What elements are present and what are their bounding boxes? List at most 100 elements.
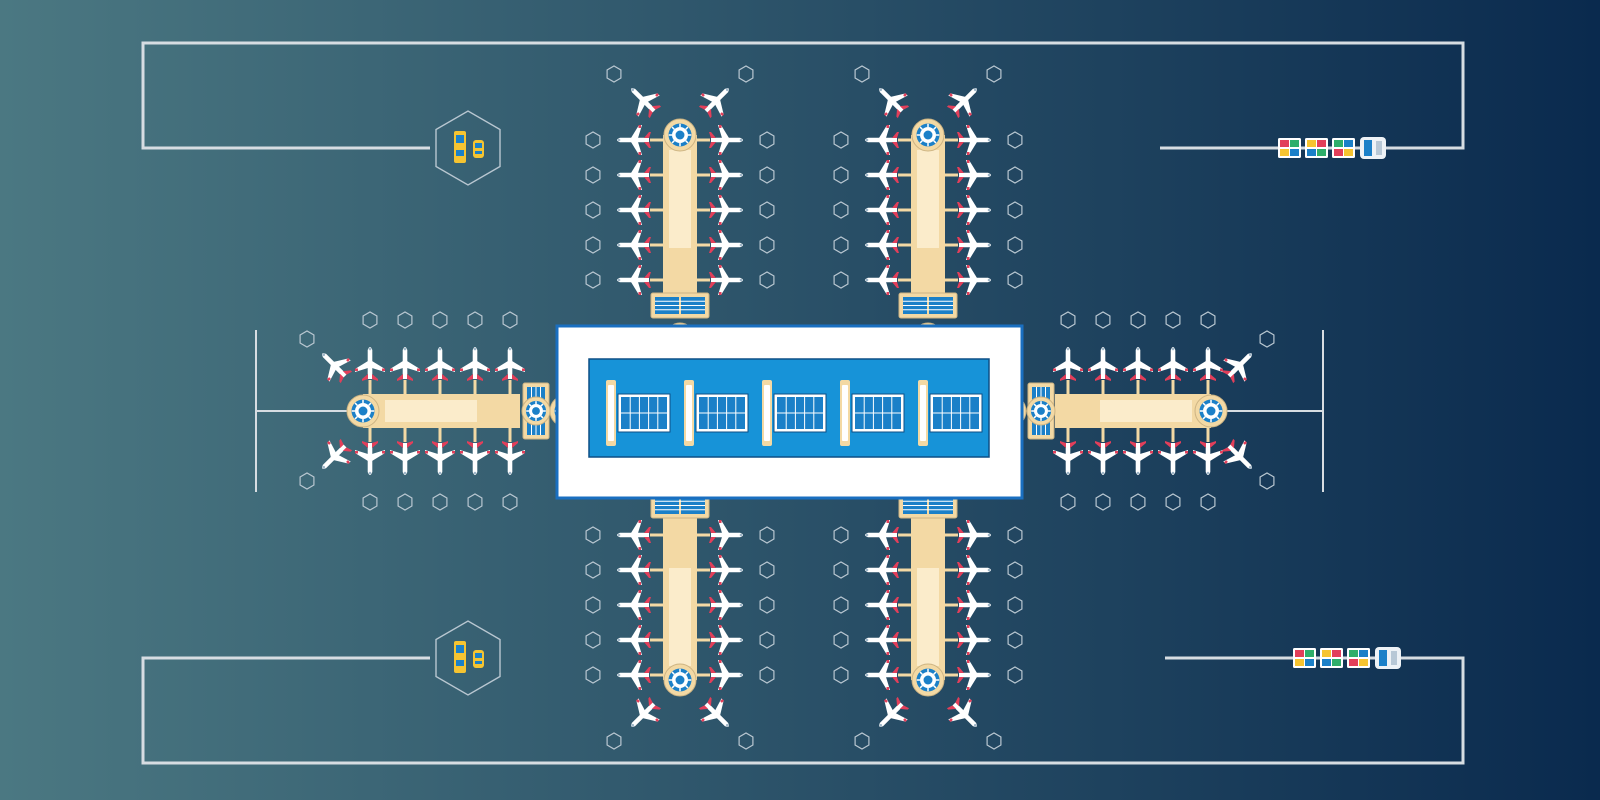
road-bottom xyxy=(141,656,1465,765)
airplane-icon xyxy=(495,441,525,475)
gate-marker-icon xyxy=(1007,596,1023,614)
gate-marker-icon xyxy=(585,166,601,184)
gate-marker-icon xyxy=(1060,311,1076,329)
gate-marker-icon xyxy=(299,330,315,348)
gate-marker-icon xyxy=(1259,330,1275,348)
gate-marker-icon xyxy=(759,561,775,579)
airplane-icon xyxy=(1053,347,1083,381)
gate-marker-icon xyxy=(759,166,775,184)
airplane-icon xyxy=(957,125,991,155)
gate-connector xyxy=(650,292,710,319)
airplane-icon xyxy=(425,347,455,381)
gate-marker-icon xyxy=(833,666,849,684)
gate-marker-icon xyxy=(432,311,448,329)
boarding-hub-icon xyxy=(663,663,697,697)
gate-marker-icon xyxy=(1200,311,1216,329)
cargo-train-south xyxy=(1293,647,1401,669)
gate-marker-icon xyxy=(1130,311,1146,329)
cargo-truck-icon xyxy=(1375,647,1401,669)
gate-marker-icon xyxy=(362,493,378,511)
ground-vehicles xyxy=(435,110,1401,696)
airplane-icon xyxy=(865,590,899,620)
gate-connector xyxy=(898,292,958,319)
boarding-hub-icon xyxy=(911,118,945,152)
airplane-icon xyxy=(957,195,991,225)
airplane-icon xyxy=(390,347,420,381)
gate-marker-icon xyxy=(1259,472,1275,490)
airplane-icon xyxy=(957,625,991,655)
taxi-stand xyxy=(435,110,501,186)
airplane-icon xyxy=(957,230,991,260)
taxi-icon xyxy=(454,641,466,673)
airplane-icon xyxy=(617,590,651,620)
airplane-icon xyxy=(495,347,525,381)
airplane-icon xyxy=(1053,441,1083,475)
airplane-icon xyxy=(617,160,651,190)
gate-marker-icon xyxy=(1165,311,1181,329)
airplane-icon xyxy=(460,441,490,475)
gate-marker-icon xyxy=(502,311,518,329)
airplane-icon xyxy=(1193,347,1223,381)
main-terminal xyxy=(555,324,1024,500)
airplane-icon xyxy=(709,160,743,190)
gate-marker-icon xyxy=(585,631,601,649)
cargo-container xyxy=(1332,138,1355,158)
airplane-icon xyxy=(617,625,651,655)
gate-marker-icon xyxy=(833,631,849,649)
gate-marker-icon xyxy=(1007,236,1023,254)
taxi-icon xyxy=(473,140,484,158)
gate-marker-icon xyxy=(1007,561,1023,579)
gate-marker-icon xyxy=(585,596,601,614)
airplane-icon xyxy=(1158,441,1188,475)
airplane-icon xyxy=(709,590,743,620)
airplane-icon xyxy=(631,696,662,727)
gate-marker-icon xyxy=(467,493,483,511)
airplane-icon xyxy=(322,438,353,469)
gate-marker-icon xyxy=(833,561,849,579)
gate-marker-icon xyxy=(1007,526,1023,544)
gate-marker-icon xyxy=(585,271,601,289)
airplane-icon xyxy=(865,125,899,155)
gate-marker-icon xyxy=(1200,493,1216,511)
boarding-hub-icon xyxy=(1026,396,1056,426)
gate-marker-icon xyxy=(759,526,775,544)
gate-marker-icon xyxy=(854,732,870,750)
airplane-icon xyxy=(1193,441,1223,475)
gate-marker-icon xyxy=(833,526,849,544)
gate-marker-icon xyxy=(502,493,518,511)
airplane-icon xyxy=(698,88,729,119)
gate-marker-icon xyxy=(759,201,775,219)
gate-marker-icon xyxy=(759,631,775,649)
airplane-icon xyxy=(617,195,651,225)
airplane-icon xyxy=(1123,441,1153,475)
airplane-icon xyxy=(617,555,651,585)
cargo-train-north xyxy=(1278,137,1386,159)
gate-marker-icon xyxy=(833,166,849,184)
airplane-icon xyxy=(709,625,743,655)
gate-marker-icon xyxy=(1007,201,1023,219)
check-in-island xyxy=(762,380,827,446)
check-in-island xyxy=(684,380,749,446)
airplane-icon xyxy=(1221,438,1252,469)
cargo-truck-icon xyxy=(1360,137,1386,159)
cargo-container xyxy=(1347,648,1370,668)
taxi-stand-south xyxy=(435,620,501,696)
gate-marker-icon xyxy=(759,596,775,614)
gate-marker-icon xyxy=(585,201,601,219)
gate-marker-icon xyxy=(1130,493,1146,511)
boarding-hub-icon xyxy=(1194,394,1228,428)
gate-marker-icon xyxy=(738,732,754,750)
gate-marker-icon xyxy=(585,526,601,544)
gate-marker-icon xyxy=(833,271,849,289)
gate-marker-icon xyxy=(585,561,601,579)
gate-marker-icon xyxy=(1165,493,1181,511)
gate-marker-icon xyxy=(1095,311,1111,329)
airplane-icon xyxy=(957,520,991,550)
gate-marker-icon xyxy=(362,311,378,329)
check-in-island xyxy=(606,380,671,446)
airplane-icon xyxy=(957,160,991,190)
airplane-icon xyxy=(322,353,353,384)
gate-marker-icon xyxy=(759,271,775,289)
taxi-stand xyxy=(435,620,501,696)
